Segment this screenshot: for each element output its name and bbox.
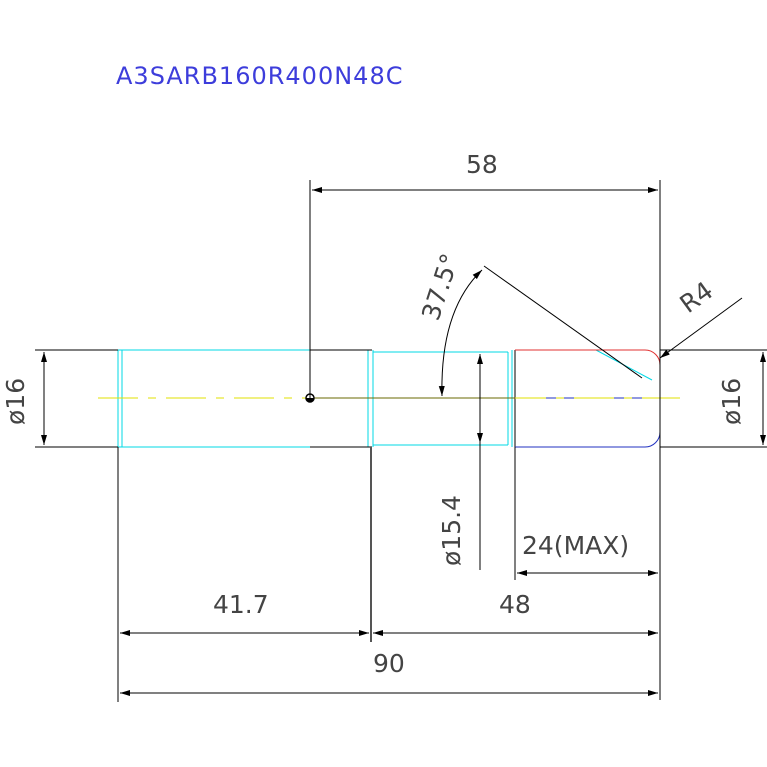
part-number: A3SARB160R400N48C [116, 62, 403, 90]
dim-angle: 37.5° [416, 250, 643, 397]
tip-lower-outline [515, 397, 661, 448]
dim-dia16-right-label: ø16 [717, 378, 746, 425]
dim-58-label: 58 [466, 150, 498, 179]
dim-dia15-4: ø15.4 [437, 354, 483, 570]
dim-radius-label: R4 [674, 276, 718, 319]
dim-48-label: 48 [499, 590, 531, 619]
part-body [35, 349, 767, 642]
dim-41-7-label: 41.7 [213, 590, 269, 619]
dim-48: 48 [373, 590, 658, 636]
dim-90-label: 90 [373, 649, 405, 678]
dim-90: 90 [120, 649, 658, 696]
dim-dia16-left: ø16 [1, 352, 47, 445]
dim-24max: 24(MAX) [514, 447, 658, 580]
dim-58: 58 [309, 150, 661, 700]
dim-dia15-4-label: ø15.4 [437, 495, 466, 566]
dim-dia16-left-label: ø16 [1, 378, 30, 425]
dim-angle-label: 37.5° [416, 250, 465, 324]
dim-dia16-right: ø16 [717, 352, 766, 445]
dim-41-7: 41.7 [117, 447, 369, 702]
tip-upper-outline [515, 349, 661, 399]
dim-radius: R4 [659, 276, 743, 359]
dim-24max-label: 24(MAX) [522, 531, 629, 560]
